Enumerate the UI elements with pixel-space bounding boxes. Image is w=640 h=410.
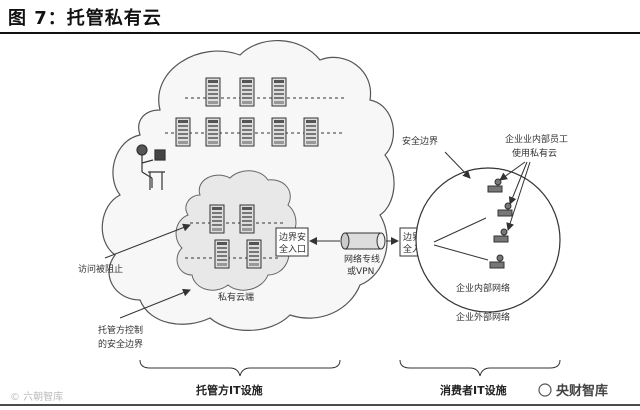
network-line2: 或VPN	[347, 265, 374, 277]
employee-arrows	[499, 161, 531, 231]
employees-line1: 企业业内部员工	[505, 133, 568, 145]
left-secure-entry-line1: 边界安	[279, 231, 306, 243]
left-secure-entry-box	[275, 227, 309, 257]
private-cloud-label: 私有云端	[218, 291, 254, 303]
access-blocked-label: 访问被阻止	[78, 263, 123, 275]
private-server-grid	[185, 222, 285, 259]
employee-icons	[487, 178, 513, 269]
page-title: 图 7：托管私有云	[8, 8, 162, 29]
security-boundary-label: 安全边界	[402, 135, 438, 147]
hosting-it-label: 托管方IT设施	[196, 383, 263, 397]
wechat-icon	[538, 383, 552, 397]
vpn-tunnel-icon	[340, 232, 386, 250]
left-secure-entry-line2: 全入口	[279, 243, 306, 255]
hosting-boundary-label-1: 托管方控制	[98, 324, 143, 336]
entry-to-network-line-2	[433, 244, 489, 261]
employees-line2: 使用私有云	[512, 147, 557, 159]
hosting-it-brace	[139, 359, 341, 377]
operator-person-icon	[136, 144, 166, 190]
entry-to-network-line-1	[433, 217, 487, 243]
internal-network-label: 企业内部网络	[456, 282, 510, 294]
consumer-boundary-circle	[415, 167, 561, 313]
private-cloud-outline	[175, 170, 297, 291]
consumer-it-label: 消费者IT设施	[440, 383, 507, 397]
hosting-boundary-label-2: 的安全边界	[98, 338, 143, 350]
access-blocked-arrow	[104, 223, 191, 259]
external-network-label: 企业外部网络	[456, 311, 510, 323]
security-boundary-arrow	[444, 151, 471, 179]
hosting-boundary-arrow	[119, 288, 191, 319]
title-divider	[0, 32, 640, 34]
network-line1: 网络专线	[344, 253, 380, 265]
left-watermark: © 六朝智库	[10, 390, 63, 403]
consumer-it-brace	[399, 359, 561, 377]
right-watermark-logo: 央财智库	[556, 383, 608, 399]
